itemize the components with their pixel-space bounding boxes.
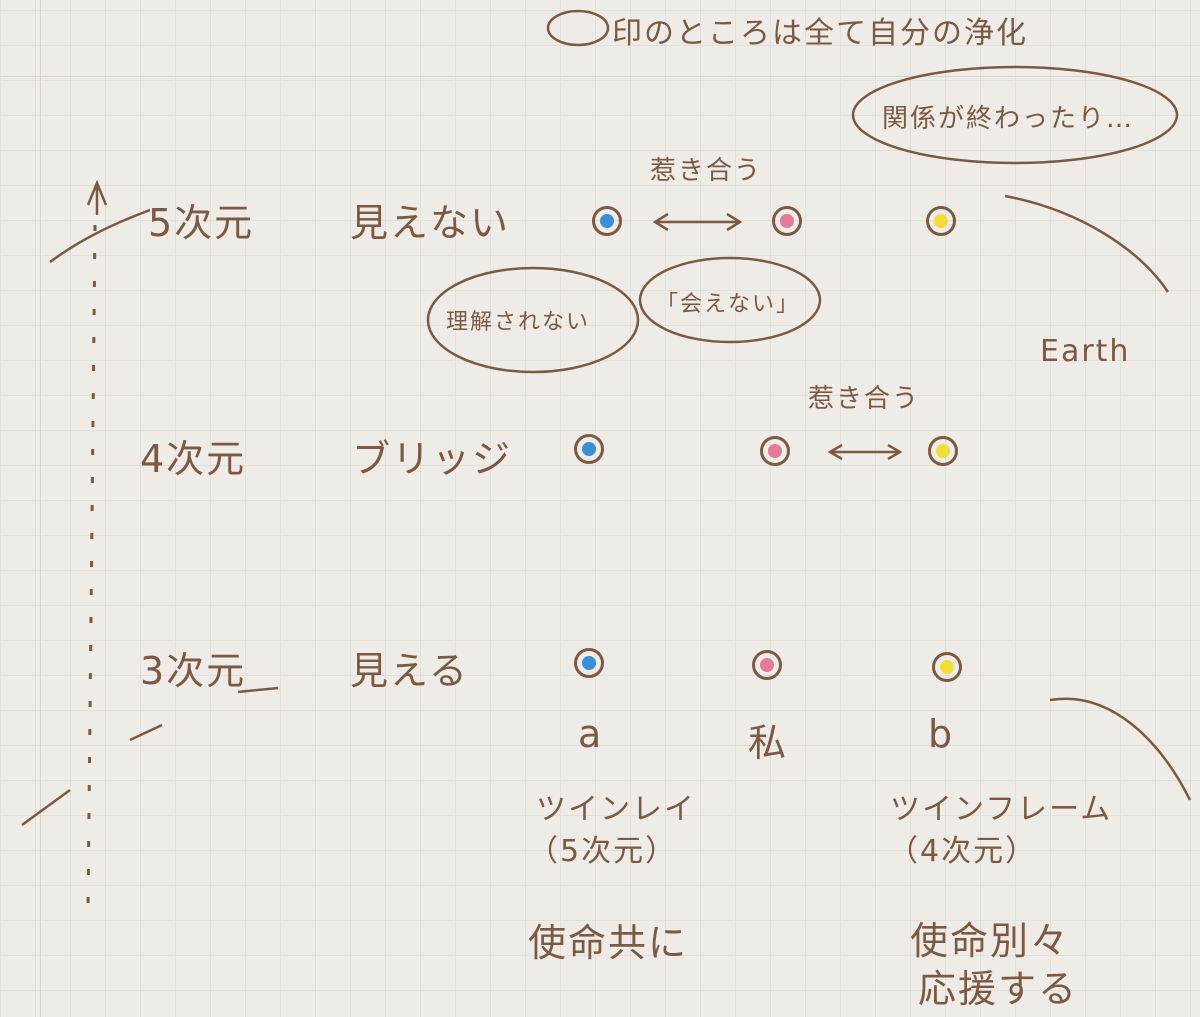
axis-slash-2 <box>129 723 163 742</box>
earth-curve-lower <box>1049 697 1192 801</box>
speech-bubble-top <box>851 65 1179 165</box>
axis-slash-1 <box>49 208 151 264</box>
axis-dotted-line <box>86 224 97 911</box>
person-me-label: 私 <box>748 721 789 765</box>
double-arrow-row4 <box>827 443 903 461</box>
earth-label: Earth <box>1040 334 1131 369</box>
dot-me-3d <box>752 650 782 680</box>
header-note: 印のところは全て自分の浄化 <box>612 16 1028 51</box>
dimension-3-label: 3次元 <box>140 649 247 693</box>
person-b-label: b <box>928 712 955 756</box>
dimension-3-desc: 見える <box>350 649 469 693</box>
bubble-left <box>426 266 640 374</box>
bubble-text-right: 「会えない」 <box>656 292 801 317</box>
person-a-label: a <box>578 712 604 756</box>
attract-label-row5: 惹き合う <box>650 156 763 186</box>
dimension-5-desc: 見えない <box>350 201 511 245</box>
attract-label-row4: 惹き合う <box>808 384 921 414</box>
dimension-5-label: 5次元 <box>148 201 255 245</box>
dot-a-5d <box>592 206 622 236</box>
twin-flame-name: ツインフレーム <box>890 792 1113 827</box>
circle-mark-icon <box>546 9 610 47</box>
dimension-4-desc: ブリッジ <box>352 437 513 481</box>
bubble-right <box>638 256 822 344</box>
twin-flame-mission-line2: 応援する <box>918 967 1079 1011</box>
earth-curve-upper <box>1004 194 1170 293</box>
dot-me-4d <box>760 436 790 466</box>
up-arrow-icon <box>86 179 108 215</box>
margin-line <box>40 0 41 1017</box>
twin-ray-dimension: （5次元） <box>528 834 678 869</box>
twin-ray-name: ツインレイ <box>536 792 696 827</box>
dimension-4-label: 4次元 <box>140 437 247 481</box>
dot-me-5d <box>772 206 802 236</box>
dot-b-3d <box>932 652 962 682</box>
bubble-text-top: 関係が終わったり… <box>882 104 1135 134</box>
twin-flame-dimension: （4次元） <box>888 834 1038 869</box>
double-arrow-row5 <box>652 212 743 232</box>
dot-b-4d <box>928 436 958 466</box>
twin-ray-mission: 使命共に <box>528 921 689 965</box>
dot-a-3d <box>574 648 604 678</box>
dot-b-5d <box>926 206 956 236</box>
underline-3d <box>237 686 279 694</box>
axis-slash-3 <box>21 788 71 827</box>
twin-flame-mission-line1: 使命別々 <box>910 919 1071 963</box>
header-line <box>0 76 1200 77</box>
bubble-text-left: 理解されない <box>446 310 591 335</box>
dot-a-4d <box>574 434 604 464</box>
